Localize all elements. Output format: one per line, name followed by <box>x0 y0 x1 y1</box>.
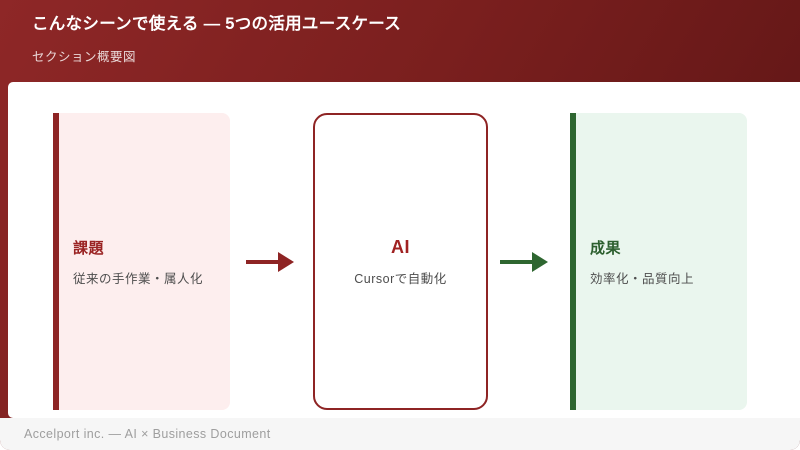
problem-card: 課題 従来の手作業・属人化 <box>53 113 230 410</box>
result-card-title: 成果 <box>590 239 622 257</box>
page-title: こんなシーンで使える — 5つの活用ユースケース <box>32 15 402 33</box>
problem-card-subtitle: 従来の手作業・属人化 <box>73 271 204 286</box>
arrow-right-icon <box>500 252 548 272</box>
arrow-head <box>278 252 294 272</box>
arrow-shaft <box>500 260 532 264</box>
ai-card-subtitle: Cursorで自動化 <box>354 271 447 286</box>
result-card-subtitle: 効率化・品質向上 <box>590 271 695 286</box>
footer-credit: Accelport inc. — AI × Business Document <box>24 427 271 441</box>
arrow-shaft <box>246 260 278 264</box>
ai-card: AI Cursorで自動化 <box>313 113 488 410</box>
arrow-right-icon <box>246 252 294 272</box>
slide-footer: Accelport inc. — AI × Business Document <box>0 418 800 450</box>
ai-card-title: AI <box>391 236 410 257</box>
arrow-head <box>532 252 548 272</box>
result-card: 成果 効率化・品質向上 <box>570 113 747 410</box>
page-subtitle: セクション概要図 <box>32 49 137 64</box>
content-panel: 課題 従来の手作業・属人化 AI Cursorで自動化 成果 効率化・品質向上 <box>8 82 800 418</box>
slide-header: こんなシーンで使える — 5つの活用ユースケース セクション概要図 <box>0 0 800 82</box>
problem-card-title: 課題 <box>73 239 105 257</box>
